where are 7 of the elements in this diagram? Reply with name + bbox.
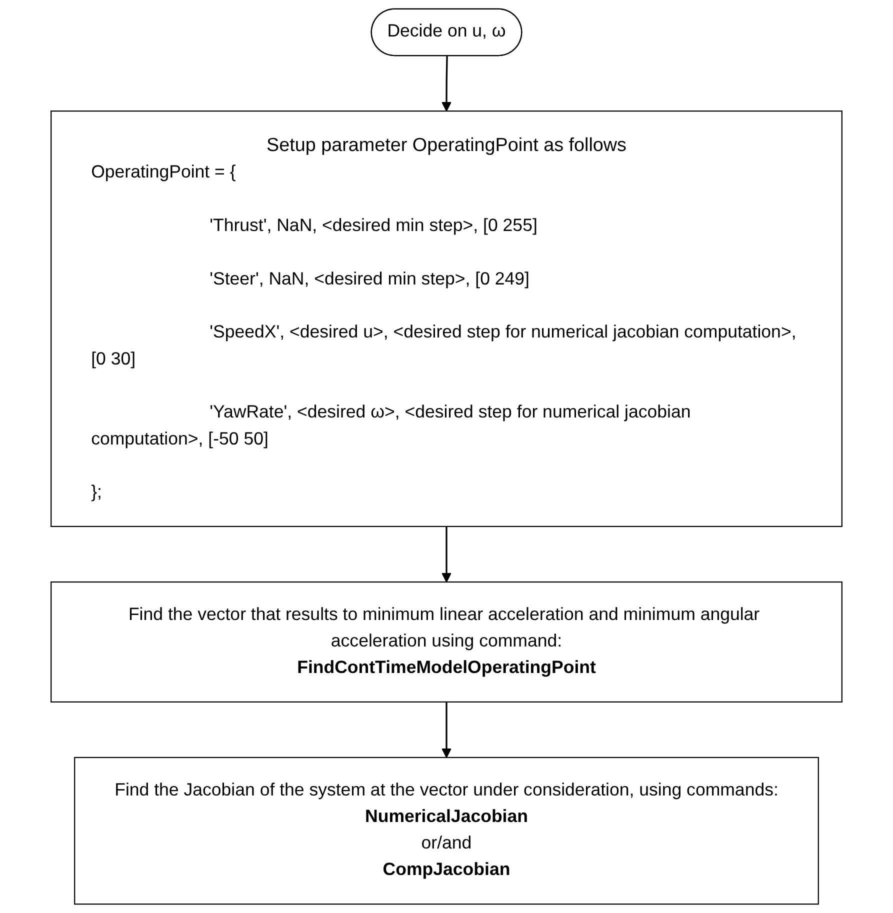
process-box: Find the Jacobian of the system at the vector under consideration, using commands: NumericalJacobian or/and CompJacobian — [74, 756, 819, 905]
arrow — [442, 702, 452, 758]
process-box: Setup parameter OperatingPoint as follows OperatingPoint = { 'Thrust', NaN, <desired min step>, [0 255] 'Steer', NaN, <desired min step>, [0 249] 'SpeedX', <desired u>, <desired step for numerical jacobian computation>, [0 30] 'YawRate', <desired ω>, <desired step for numerical jacobian computation>, [-50 50] }; — [50, 110, 842, 528]
arrow — [442, 56, 452, 112]
process-box: Find the vector that results to minimum linear acceleration and minimum angular acceleration using command: FindContTimeModelOperatingPoint — [50, 581, 842, 703]
start-terminal: Decide on u, ω — [370, 8, 522, 56]
arrow — [442, 526, 452, 582]
